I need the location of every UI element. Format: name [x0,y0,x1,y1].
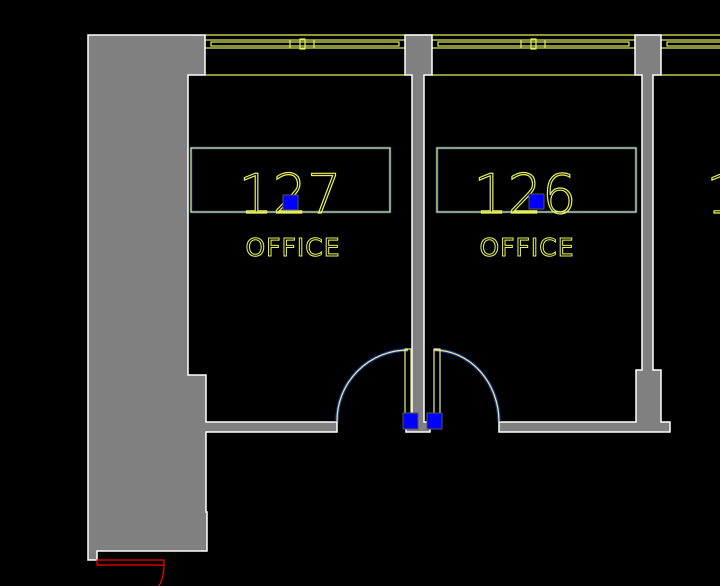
grip-handle[interactable] [282,194,299,211]
partition-wall-127-126[interactable] [404,34,433,433]
room-name: OFFICE [479,233,574,262]
window-1[interactable] [204,38,406,50]
highlighted-door[interactable] [96,559,165,586]
door-126[interactable] [433,348,501,423]
door-127[interactable] [335,348,412,423]
window-2[interactable] [431,38,636,50]
grip-handle[interactable] [426,412,443,430]
partition-wall-126-125[interactable] [498,34,671,433]
room-tag-126[interactable]: 126 OFFICE [435,146,638,263]
grip-handle[interactable] [528,193,545,210]
room-number-partial: 1 [706,163,720,226]
room-number: 126 [473,163,576,226]
exterior-wall-left[interactable] [87,34,338,561]
room-tag-127[interactable]: 127 OFFICE [189,146,392,263]
room-name: OFFICE [245,233,340,262]
grip-handle[interactable] [402,412,419,430]
window-3[interactable] [660,39,720,49]
